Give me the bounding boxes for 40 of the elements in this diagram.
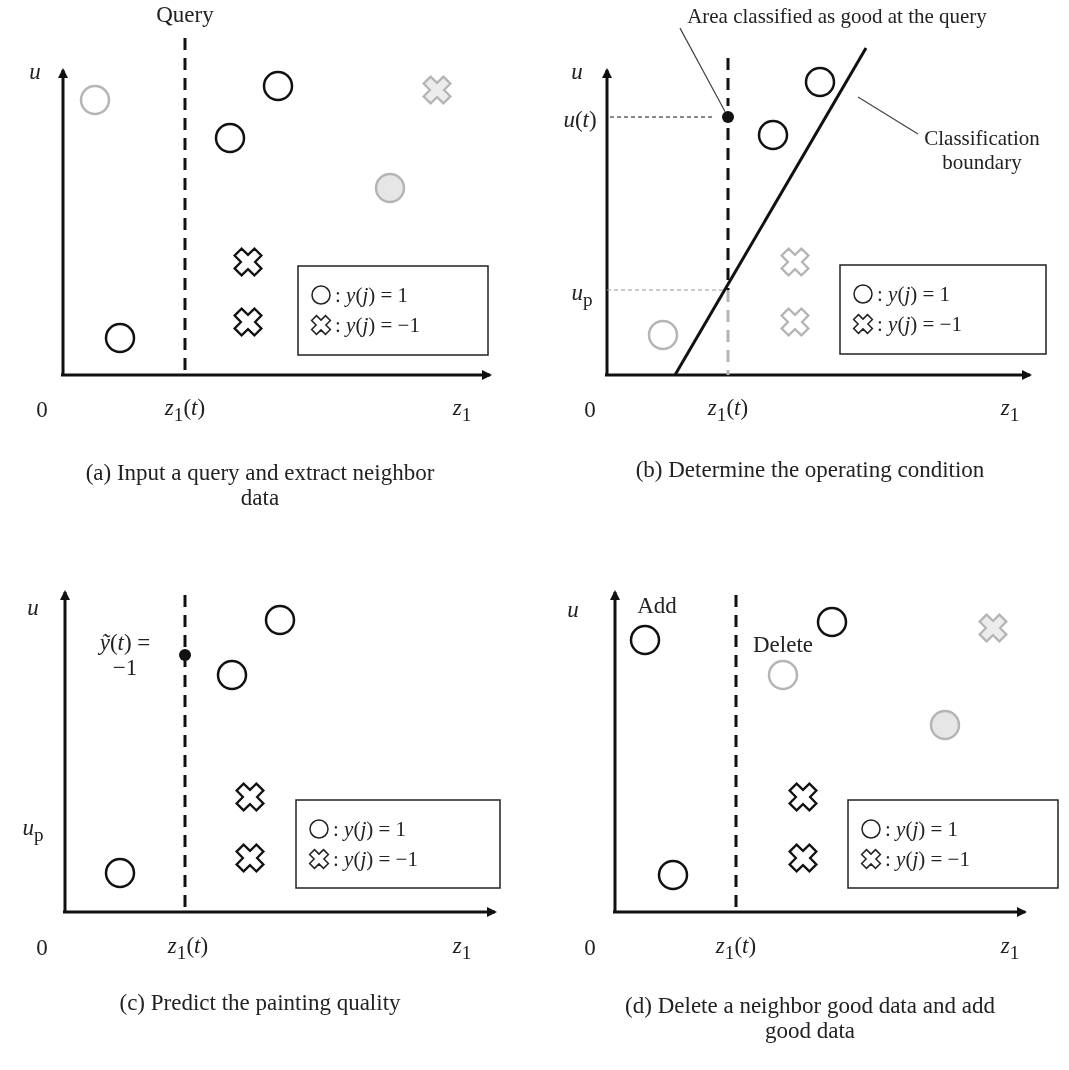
axis-label: u bbox=[571, 59, 583, 85]
axis-label: u$_{p}$ bbox=[571, 280, 593, 310]
axis-label: z$_{1}$(t) bbox=[715, 933, 757, 963]
panel-caption: (d) Delete a neighbor good data and add good data bbox=[624, 992, 996, 1044]
query-point bbox=[722, 111, 734, 123]
axis-label: u bbox=[27, 595, 39, 621]
callout-text: Classification boundary bbox=[918, 126, 1046, 175]
legend-text: : y(j) = −1 bbox=[885, 848, 970, 870]
legend-text: : y(j) = −1 bbox=[335, 314, 420, 336]
legend-text: : y(j) = −1 bbox=[333, 848, 418, 870]
axis-label: z$_{1}$(t) bbox=[167, 933, 209, 963]
axis-label: Add bbox=[637, 593, 677, 619]
panel-caption: (b) Determine the operating condition bbox=[634, 457, 986, 483]
axis-label: z$_{1}$ bbox=[1000, 395, 1020, 425]
axis-label: u(t) bbox=[563, 107, 597, 133]
axis-label: Delete bbox=[753, 632, 813, 658]
legend-text: : y(j) = 1 bbox=[885, 818, 959, 840]
legend-text: : y(j) = 1 bbox=[335, 284, 409, 306]
panel-caption: (a) Input a query and extract neighbor data bbox=[84, 459, 436, 511]
legend-text: : y(j) = 1 bbox=[877, 283, 951, 305]
axis-label: 0 bbox=[36, 397, 48, 423]
callout-text: Area classified as good at the query bbox=[632, 4, 1042, 29]
axis-label: 0 bbox=[584, 397, 596, 423]
axis-label: z$_{1}$ bbox=[452, 395, 472, 425]
prediction-label: ỹ(t) = −1 bbox=[97, 629, 152, 681]
axis-label: u bbox=[567, 597, 579, 623]
axis-label: z$_{1}$(t) bbox=[164, 395, 206, 425]
leader-line bbox=[679, 27, 726, 113]
axis-label: u$_{p}$ bbox=[22, 815, 44, 845]
legend-text: : y(j) = −1 bbox=[877, 313, 962, 335]
axis-label: 0 bbox=[36, 935, 48, 961]
axis-label: z$_{1}$ bbox=[1000, 933, 1020, 963]
legend-text: : y(j) = 1 bbox=[333, 818, 407, 840]
axis-label: u bbox=[29, 59, 41, 85]
axis-label: z$_{1}$ bbox=[452, 933, 472, 963]
leader-line bbox=[857, 96, 919, 135]
axis-label: 0 bbox=[584, 935, 596, 961]
axis-label: Query bbox=[156, 2, 214, 28]
panel-caption: (c) Predict the painting quality bbox=[118, 990, 402, 1016]
axis-label: z$_{1}$(t) bbox=[707, 395, 749, 425]
